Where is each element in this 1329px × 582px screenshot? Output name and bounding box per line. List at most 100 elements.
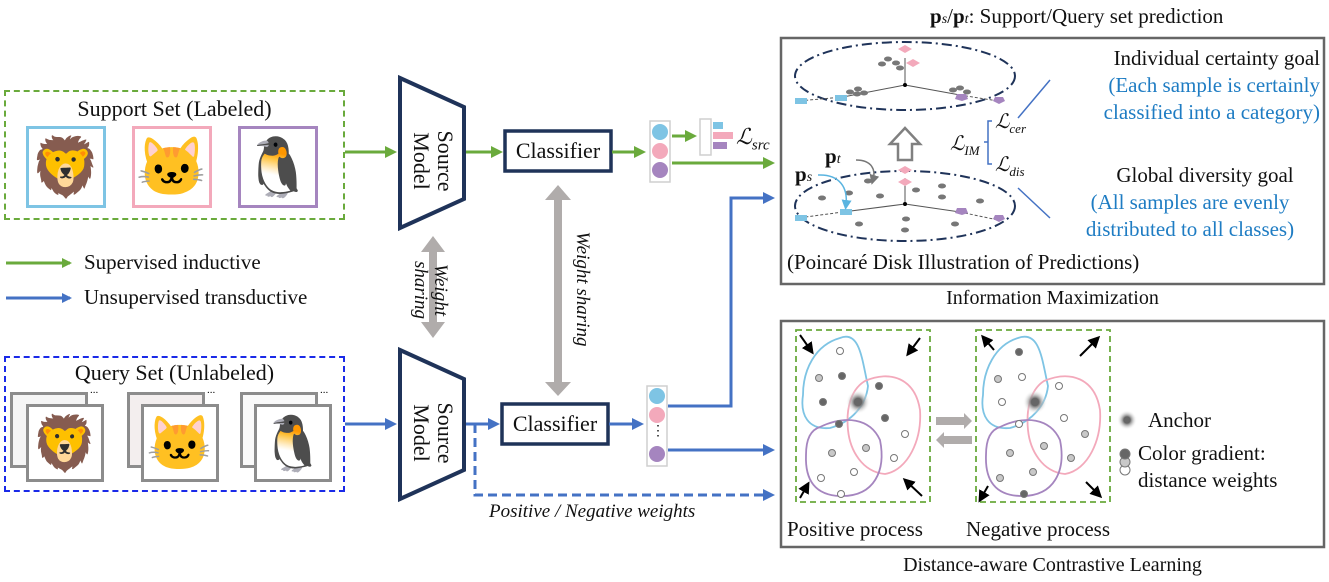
support-prediction-vector — [649, 120, 671, 183]
negative-process-label: Negative process — [966, 517, 1111, 541]
loss-subscript: cer — [1009, 121, 1027, 136]
pred-class-purple — [649, 446, 665, 462]
im-loss-bracket — [984, 120, 992, 165]
prediction-legend-text: : Support/Query set prediction — [968, 4, 1224, 28]
negative-process-diagram — [975, 329, 1111, 503]
src-loss-label: ℒsrc — [736, 124, 770, 154]
diversity-goal-title: Global diversity goal — [1116, 163, 1294, 187]
class-marker-purple — [993, 215, 1005, 222]
certainty-goal-desc-2: classified into a category) — [1103, 100, 1320, 124]
cluster-purple — [985, 419, 1063, 497]
push-arrow-icon — [981, 334, 995, 351]
more-images-marker: ... — [207, 384, 216, 396]
weight-sharing-line1: Weight — [430, 263, 451, 317]
class-marker-pink — [898, 166, 912, 174]
loss-symbol: ℒ — [950, 133, 965, 155]
class-marker-pink — [906, 59, 920, 67]
ps-symbol: p — [930, 4, 942, 28]
classifier-weight-sharing-arrow — [545, 185, 571, 396]
pull-arrow-icon — [902, 477, 923, 497]
push-arrow-icon — [1079, 335, 1101, 357]
more-images-marker: ... — [90, 384, 99, 396]
pull-arrow-icon — [906, 337, 921, 357]
classifier-top-box — [503, 129, 613, 173]
cer-connector-line — [1017, 79, 1051, 119]
query-pred-to-im-arrow — [668, 192, 775, 408]
certainty-goal-title: Individual certainty goal — [1113, 46, 1320, 70]
pull-arrow-icon — [799, 334, 814, 355]
certainty-goal-desc-1: (Each sample is certainly — [1108, 73, 1320, 97]
im-loss-label: ℒIM — [950, 131, 980, 159]
ps-label: ps — [795, 162, 812, 187]
poincare-disk-bottom — [794, 166, 1016, 242]
lion-image: 🦁 — [29, 135, 103, 200]
query-set-title: Query Set (Unlabeled) — [74, 360, 275, 385]
diversity-goal-desc-2: distributed to all classes) — [1085, 217, 1295, 241]
pred-class-pink — [652, 143, 668, 159]
class-marker-purple — [993, 97, 1005, 104]
cluster-pink — [1026, 375, 1102, 475]
pt-subscript: t — [964, 12, 969, 27]
query-prediction-vector — [646, 385, 668, 467]
anchor-label: Anchor — [1148, 408, 1211, 432]
exchange-arrows-icon — [936, 413, 972, 448]
cer-loss-label: ℒcer — [995, 109, 1026, 137]
class-marker-blue — [795, 98, 807, 104]
pred-class-blue — [649, 388, 665, 404]
classifier-bottom-box — [500, 402, 610, 446]
class-marker-blue — [835, 95, 847, 101]
pt-subscript: t — [836, 152, 841, 167]
support-set-title: Support Set (Labeled) — [77, 96, 272, 121]
ps-subscript: s — [806, 170, 813, 185]
cluster-blue — [981, 335, 1049, 429]
prediction-legend: ps/pt: Support/Query set prediction — [930, 4, 1224, 28]
source-model-line1: Source — [433, 402, 458, 464]
query-set-box: Query Set (Unlabeled) — [4, 356, 345, 492]
ps-subscript: s — [941, 12, 948, 27]
support-image-lion: 🦁 — [26, 126, 106, 208]
class-marker-pink — [898, 178, 912, 186]
support-image-cat: 🐱 — [132, 126, 212, 208]
class-marker-purple — [955, 94, 968, 101]
loss-subscript: dis — [1009, 164, 1025, 179]
classifier-bottom-label: Classifier — [512, 411, 598, 436]
source-model-line1: Source — [433, 130, 458, 192]
source-model-top-label: Source Model — [409, 111, 458, 211]
legend-unsupervised-label: Unsupervised transductive — [84, 285, 308, 309]
pt-label: pt — [825, 144, 841, 169]
cluster-blue — [801, 335, 869, 429]
loss-symbol: ℒ — [995, 154, 1010, 176]
source-model-top — [398, 74, 466, 232]
penguin-image: 🐧 — [241, 135, 315, 200]
model-weight-sharing-label: Weight sharing — [410, 220, 451, 360]
push-arrow-icon — [978, 485, 990, 503]
dis-loss-label: ℒdis — [995, 152, 1025, 180]
source-model-bottom-label: Source Model — [409, 383, 458, 483]
pred-class-pink — [649, 407, 665, 423]
cluster-pink — [846, 375, 922, 475]
cat-image: 🐱 — [135, 135, 209, 200]
more-images-marker: ... — [320, 384, 329, 396]
color-gradient-label-2: distance weights — [1138, 468, 1278, 492]
push-arrow-icon — [1085, 481, 1103, 499]
source-model-line2: Model — [409, 404, 434, 462]
source-model-bottom — [398, 346, 466, 503]
classifier-weight-sharing-label: Weight sharing — [572, 231, 593, 347]
classifier-top-label: Classifier — [515, 138, 601, 163]
query-image-cat: 🐱 — [141, 404, 219, 482]
legend-supervised-label: Supervised inductive — [84, 250, 261, 274]
lion-image: 🦁 — [31, 414, 99, 474]
positive-negative-weights-label: Positive / Negative weights — [489, 501, 696, 522]
class-marker-purple — [955, 208, 968, 215]
penguin-image: 🐧 — [259, 414, 327, 474]
positive-process-diagram — [795, 329, 931, 503]
support-set-box: Support Set (Labeled) 🦁 🐱 🐧 — [4, 90, 345, 220]
contrastive-learning-panel — [779, 319, 1326, 549]
dis-connector-line — [1017, 187, 1051, 219]
ps-symbol: p — [795, 162, 807, 186]
anchor-legend-core — [1123, 416, 1131, 424]
poincare-disk-top — [794, 41, 1016, 111]
label-histogram-icon — [699, 118, 733, 156]
pt-symbol: p — [952, 4, 965, 28]
